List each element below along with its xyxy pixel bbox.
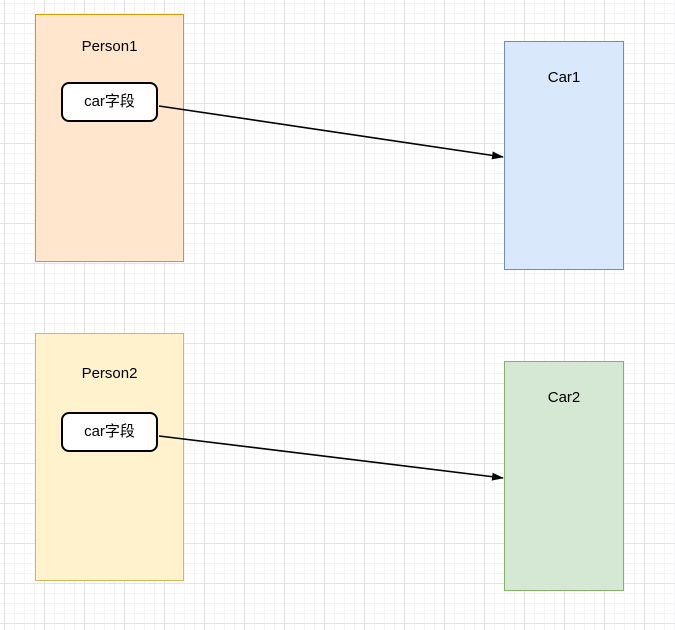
node-car2-label: Car2 (547, 389, 581, 406)
field-person1-car-label: car字段 (84, 93, 135, 110)
edge-person2-to-car2[interactable] (158, 435, 504, 481)
node-person2-label: Person2 (81, 365, 138, 382)
field-person2-car-label: car字段 (84, 423, 135, 440)
node-person1[interactable]: Person1 (35, 14, 184, 262)
node-person1-label: Person1 (81, 38, 138, 55)
edge-person1-to-car1[interactable] (158, 105, 504, 160)
field-person1-car[interactable]: car字段 (61, 82, 158, 122)
field-person2-car[interactable]: car字段 (61, 412, 158, 452)
node-car2[interactable]: Car2 (504, 361, 624, 591)
node-person2[interactable]: Person2 (35, 333, 184, 581)
node-car1-label: Car1 (547, 69, 581, 86)
node-car1[interactable]: Car1 (504, 41, 624, 270)
